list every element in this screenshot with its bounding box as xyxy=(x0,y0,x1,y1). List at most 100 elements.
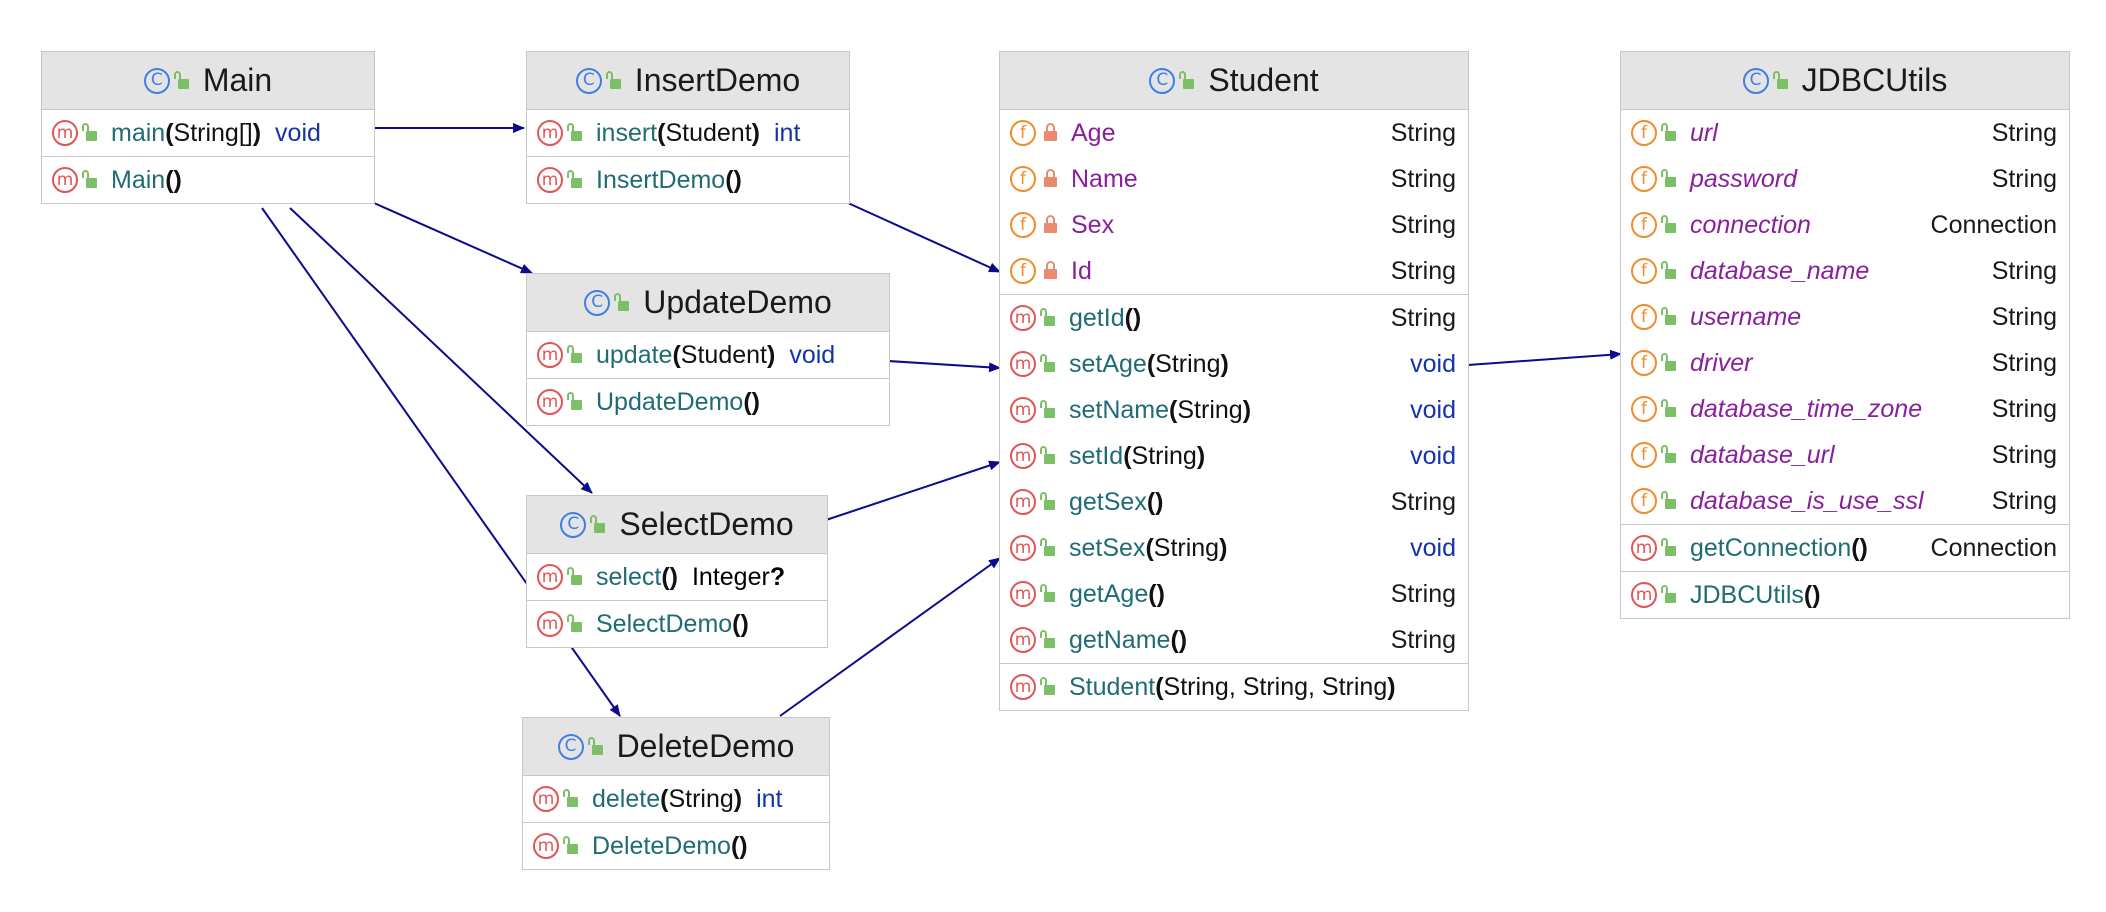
field-row[interactable]: f database_name String xyxy=(1621,248,2069,294)
constructor-row[interactable]: m InsertDemo () xyxy=(527,157,849,203)
field-type: String xyxy=(1991,394,2057,423)
method-row[interactable]: m setName (String) void xyxy=(1000,387,1468,433)
public-lock-icon xyxy=(1661,445,1676,463)
method-icon: m xyxy=(1010,397,1036,423)
method-row[interactable]: m setSex (String) void xyxy=(1000,525,1468,571)
class-name: Main xyxy=(202,62,273,98)
constructors-section: m DeleteDemo () xyxy=(523,823,829,869)
method-icon: m xyxy=(1010,535,1036,561)
constructors-section: m JDBCUtils () xyxy=(1621,572,2069,618)
class-header: C SelectDemo xyxy=(527,496,827,554)
method-icon: m xyxy=(1010,351,1036,377)
method-name: UpdateDemo xyxy=(596,387,744,416)
arrow-main-to-updatedemo xyxy=(373,202,533,274)
method-params: (Student) xyxy=(657,118,760,147)
field-row[interactable]: f Age String xyxy=(1000,110,1468,156)
field-icon: f xyxy=(1631,396,1657,422)
field-row[interactable]: f password String xyxy=(1621,156,2069,202)
class-jdbcutils[interactable]: C JDBCUtils f url String f password Stri… xyxy=(1620,51,2070,619)
field-name: Name xyxy=(1071,164,1138,193)
field-icon: f xyxy=(1631,120,1657,146)
field-name: database_url xyxy=(1690,440,1835,469)
field-icon: f xyxy=(1010,212,1036,238)
method-row[interactable]: m setId (String) void xyxy=(1000,433,1468,479)
field-row[interactable]: f driver String xyxy=(1621,340,2069,386)
class-name: Student xyxy=(1208,62,1319,98)
method-row[interactable]: m main (String[]) void xyxy=(42,110,374,156)
method-icon: m xyxy=(1010,581,1036,607)
method-row[interactable]: m getConnection () Connection xyxy=(1621,525,2069,571)
field-row[interactable]: f Sex String xyxy=(1000,202,1468,248)
field-row[interactable]: f database_is_use_ssl String xyxy=(1621,478,2069,524)
method-row[interactable]: m getName () String xyxy=(1000,617,1468,663)
constructor-row[interactable]: m Student (String, String, String) xyxy=(1000,664,1468,710)
public-lock-icon xyxy=(567,170,582,188)
field-name: Age xyxy=(1071,118,1116,147)
constructors-section: m InsertDemo () xyxy=(527,157,849,203)
method-icon: m xyxy=(1010,443,1036,469)
method-row[interactable]: m update (Student) void xyxy=(527,332,889,378)
method-row[interactable]: m getSex () String xyxy=(1000,479,1468,525)
constructor-row[interactable]: m Main () xyxy=(42,157,374,203)
constructors-section: m UpdateDemo () xyxy=(527,379,889,425)
method-name: Student xyxy=(1069,672,1156,701)
constructor-row[interactable]: m DeleteDemo () xyxy=(523,823,829,869)
class-main[interactable]: C Main m main (String[]) void m Main () xyxy=(41,51,375,204)
method-row[interactable]: m select () Integer? xyxy=(527,554,827,600)
constructor-row[interactable]: m SelectDemo () xyxy=(527,601,827,647)
public-lock-icon xyxy=(1661,261,1676,279)
methods-section: m insert (Student) int xyxy=(527,110,849,157)
method-row[interactable]: m setAge (String) void xyxy=(1000,341,1468,387)
class-updatedemo[interactable]: C UpdateDemo m update (Student) void m U… xyxy=(526,273,890,426)
method-icon: m xyxy=(533,833,559,859)
public-lock-icon xyxy=(1040,400,1055,418)
class-icon: C xyxy=(557,733,584,760)
method-params: (String) xyxy=(1123,441,1206,470)
field-name: driver xyxy=(1690,348,1753,377)
constructors-section: m Main () xyxy=(42,157,374,203)
field-name: Sex xyxy=(1071,210,1115,239)
field-row[interactable]: f database_url String xyxy=(1621,432,2069,478)
class-selectdemo[interactable]: C SelectDemo m select () Integer? m Sele… xyxy=(526,495,828,648)
field-row[interactable]: f username String xyxy=(1621,294,2069,340)
method-row[interactable]: m insert (Student) int xyxy=(527,110,849,156)
method-params: () xyxy=(165,165,182,194)
field-type: String xyxy=(1390,164,1456,193)
method-name: getConnection xyxy=(1690,533,1852,562)
public-lock-icon xyxy=(82,170,97,188)
return-type: String xyxy=(1390,579,1456,608)
field-name: database_time_zone xyxy=(1690,394,1923,423)
method-name: SelectDemo xyxy=(596,609,733,638)
method-params: () xyxy=(1170,625,1188,654)
field-row[interactable]: f url String xyxy=(1621,110,2069,156)
method-name: setAge xyxy=(1069,349,1147,378)
constructor-row[interactable]: m UpdateDemo () xyxy=(527,379,889,425)
class-student[interactable]: C Student f Age String f Name String f S… xyxy=(999,51,1469,711)
class-insertdemo[interactable]: C InsertDemo m insert (Student) int m In… xyxy=(526,51,850,204)
class-name: InsertDemo xyxy=(634,62,801,98)
field-type: String xyxy=(1991,164,2057,193)
class-deletedemo[interactable]: C DeleteDemo m delete (String) int m Del… xyxy=(522,717,830,870)
method-row[interactable]: m getAge () String xyxy=(1000,571,1468,617)
public-lock-icon xyxy=(567,392,582,410)
field-row[interactable]: f connection Connection xyxy=(1621,202,2069,248)
fields-section: f Age String f Name String f Sex String … xyxy=(1000,110,1468,295)
return-type: String xyxy=(1390,487,1456,516)
method-row[interactable]: m getId () String xyxy=(1000,295,1468,341)
class-icon: C xyxy=(575,67,602,94)
return-type: void xyxy=(275,118,321,147)
public-lock-icon xyxy=(1661,307,1676,325)
return-type: int xyxy=(773,118,801,147)
field-icon: f xyxy=(1631,304,1657,330)
method-icon: m xyxy=(1010,674,1036,700)
public-lock-icon xyxy=(1040,354,1055,372)
class-name: JDBCUtils xyxy=(1801,62,1948,98)
field-row[interactable]: f Name String xyxy=(1000,156,1468,202)
method-row[interactable]: m delete (String) int xyxy=(523,776,829,822)
return-type: String xyxy=(1390,625,1456,654)
field-type: String xyxy=(1991,302,2057,331)
field-row[interactable]: f Id String xyxy=(1000,248,1468,294)
public-lock-icon xyxy=(1661,491,1676,509)
constructor-row[interactable]: m JDBCUtils () xyxy=(1621,572,2069,618)
field-row[interactable]: f database_time_zone String xyxy=(1621,386,2069,432)
